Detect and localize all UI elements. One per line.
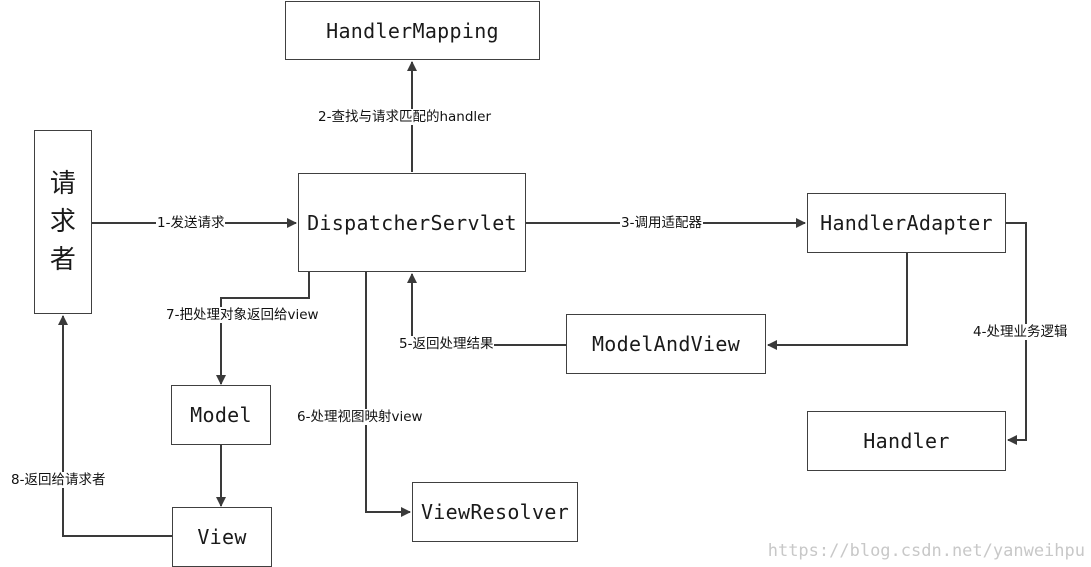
model-and-view-box: ModelAndView [566,314,766,374]
handler-mapping-label: HandlerMapping [326,18,499,43]
arrow-return-to-requester [58,315,172,537]
view-resolver-box: ViewResolver [412,482,578,542]
arrow-adapter-to-modelandview [767,253,908,350]
edge-label-find-handler: 2-查找与请求匹配的handler [317,109,493,125]
dispatcher-servlet-label: DispatcherServlet [307,210,517,235]
watermark-url: https://blog.csdn.net/yanweihpu [767,541,1085,561]
arrow-return-result [407,273,566,346]
requester-char-2: 求 [49,207,77,237]
edge-label-resolve-view: 6-处理视图映射view [296,409,424,425]
handler-label: Handler [863,429,950,453]
arrow-resolve-view [365,272,411,517]
edge-label-return-to-view: 7-把处理对象返回给view [165,307,320,323]
model-label: Model [190,403,252,427]
model-box: Model [171,385,271,445]
edge-label-return-to-requester: 8-返回给请求者 [10,472,107,488]
dispatcher-servlet-box: DispatcherServlet [298,173,526,272]
view-box: View [172,507,272,567]
model-and-view-label: ModelAndView [591,332,741,356]
requester-box: 请 求 者 [34,130,92,314]
handler-adapter-box: HandlerAdapter [807,193,1006,253]
arrow-return-to-view [216,272,310,385]
handler-adapter-label: HandlerAdapter [820,211,993,235]
handler-box: Handler [807,411,1006,471]
view-resolver-label: ViewResolver [420,500,570,524]
requester-char-1: 请 [49,169,77,199]
handler-mapping-box: HandlerMapping [285,1,540,60]
edge-label-business-logic: 4-处理业务逻辑 [972,324,1069,340]
edge-label-return-result: 5-返回处理结果 [398,336,495,352]
requester-char-3: 者 [49,245,77,275]
edge-label-send-request: 1-发送请求 [156,215,226,231]
edge-label-call-adapter: 3-调用适配器 [620,215,703,231]
view-label: View [197,525,247,549]
